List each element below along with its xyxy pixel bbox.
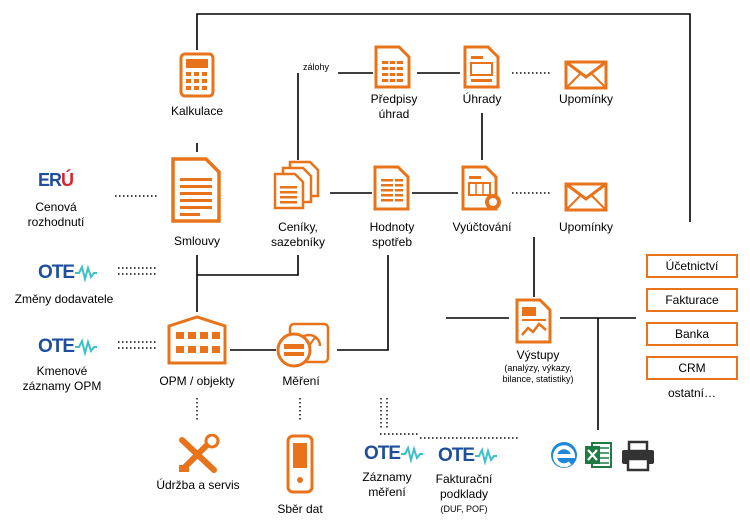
label-vyuctovani: Vyúčtování bbox=[452, 220, 512, 234]
contract-document-icon bbox=[171, 157, 221, 223]
system-box-fakturace: Fakturace bbox=[646, 288, 738, 312]
system-box-banka: Banka bbox=[646, 322, 738, 346]
label-smlouvy: Smlouvy bbox=[173, 234, 220, 248]
label-udrzba: Údržba a servis bbox=[156, 478, 240, 492]
tools-icon bbox=[179, 434, 220, 473]
form-document-icon bbox=[463, 45, 500, 89]
label-vystupy-sub: (analýzy, výkazy,bilance, statistiky) bbox=[502, 363, 574, 384]
mobile-device-icon bbox=[286, 434, 314, 494]
ote-wave-icon bbox=[75, 264, 98, 282]
eru-logo: ERÚ bbox=[38, 170, 74, 190]
ote-logo: OTE bbox=[38, 262, 98, 284]
ote-wave-icon bbox=[475, 447, 498, 465]
label-zalohy: zálohy bbox=[302, 62, 329, 72]
wire-top-loop bbox=[196, 13, 691, 222]
calculator-icon bbox=[179, 52, 215, 98]
label-ceniky: Ceníky,sazebníky bbox=[270, 220, 326, 249]
envelope-icon bbox=[564, 182, 608, 212]
billing-document-icon bbox=[461, 165, 501, 211]
excel-icon bbox=[585, 442, 612, 468]
label-opm: OPM / objekty bbox=[159, 374, 235, 388]
system-box-crm: CRM bbox=[646, 356, 738, 380]
outputs-report-icon bbox=[515, 298, 552, 344]
spreadsheet-document-icon bbox=[374, 45, 411, 89]
label-upominky-top: Upomínky bbox=[558, 92, 614, 106]
label-fakturacni-sub: (DUF, POF) bbox=[440, 504, 488, 514]
system-box-ucetnictvi: Účetnictví bbox=[646, 254, 738, 278]
envelope-icon bbox=[564, 60, 608, 90]
ote-logo: OTE bbox=[38, 336, 98, 358]
consumption-values-icon bbox=[373, 165, 410, 211]
label-vystupy: Výstupy bbox=[516, 348, 560, 362]
ote-wave-icon bbox=[401, 445, 424, 463]
edge-browser-icon bbox=[551, 442, 577, 468]
price-lists-icon bbox=[273, 160, 320, 210]
label-kalkulace: Kalkulace bbox=[170, 104, 224, 118]
building-icon bbox=[167, 315, 227, 365]
ote-logo: OTE bbox=[438, 445, 498, 467]
label-upominky-mid: Upomínky bbox=[558, 220, 614, 234]
label-zmeny-dodavatele: Změny dodavatele bbox=[14, 292, 114, 306]
ote-logo: OTE bbox=[364, 443, 424, 465]
label-uhrady: Úhrady bbox=[462, 92, 502, 106]
wire-mereni-hodnoty bbox=[337, 255, 389, 351]
label-ostatni: ostatní… bbox=[667, 386, 717, 400]
wire-opm-ceniky bbox=[197, 255, 299, 276]
meter-icon bbox=[276, 322, 330, 368]
ote-wave-icon bbox=[75, 338, 98, 356]
label-sber-dat: Sběr dat bbox=[277, 502, 323, 516]
printer-icon bbox=[622, 440, 654, 472]
label-mereni: Měření bbox=[282, 374, 320, 388]
